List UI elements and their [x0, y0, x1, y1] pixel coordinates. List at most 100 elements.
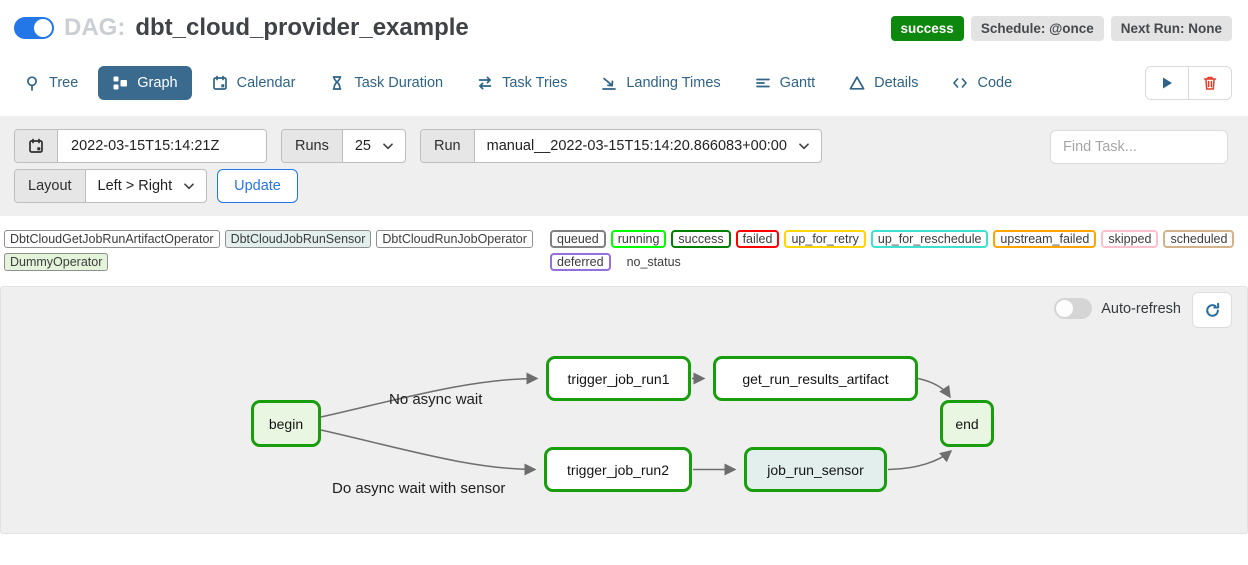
status-legend-pill: queued: [550, 230, 606, 248]
tab-bar: Tree Graph Calendar Task Duration Task Tries…: [0, 66, 1248, 100]
edge-begin-to-trigger_job_run2: [320, 429, 537, 476]
play-icon: [1159, 75, 1175, 91]
tab-label: Calendar: [236, 75, 296, 91]
auto-refresh-toggle[interactable]: [1054, 298, 1093, 319]
tab-label: Landing Times: [626, 75, 721, 91]
layout-label: Layout: [15, 170, 86, 202]
chevron-down-icon: [184, 182, 194, 190]
status-legend-pill: up_for_reschedule: [870, 230, 989, 248]
refresh-button[interactable]: [1192, 292, 1232, 328]
base-date-input[interactable]: [58, 130, 266, 162]
dag-name: dbt_cloud_provider_example: [135, 14, 469, 41]
calendar-icon: [212, 75, 228, 91]
update-button[interactable]: Update: [217, 169, 298, 203]
delete-dag-button[interactable]: [1188, 67, 1231, 99]
status-legend-pill: upstream_failed: [993, 230, 1097, 248]
status-legend-pill: running: [610, 230, 667, 248]
dag-pause-toggle[interactable]: [14, 17, 54, 39]
status-legend-pill: deferred: [550, 253, 611, 271]
header: DAG: dbt_cloud_provider_example success …: [0, 0, 1248, 42]
runs-group: Runs 25: [281, 129, 406, 163]
legend-row: DummyOperator: [4, 253, 550, 271]
run-label: Run: [421, 130, 475, 162]
tab-code[interactable]: Code: [938, 66, 1026, 100]
status-legend-pill: skipped: [1101, 230, 1159, 248]
graph-canvas: Auto-refresh begin trigger_job_run1 get_ru…: [0, 286, 1248, 534]
task-node-job_run_sensor[interactable]: job_run_sensor: [744, 447, 887, 492]
task-node-begin[interactable]: begin: [251, 400, 321, 447]
operator-legend-pill: DummyOperator: [4, 253, 109, 271]
status-legend-pill: scheduled: [1163, 230, 1235, 248]
layout-group: Layout Left > Right: [14, 169, 208, 203]
status-badge[interactable]: success: [890, 16, 964, 41]
toggle-knob: [1056, 300, 1074, 317]
task-node-trigger_job_run2[interactable]: trigger_job_run2: [544, 447, 692, 492]
tab-label: Graph: [137, 75, 178, 91]
gantt-icon: [755, 75, 771, 91]
layout-select[interactable]: Left > Right: [86, 170, 207, 202]
status-legend-pill: up_for_retry: [784, 230, 866, 248]
tab-details[interactable]: Details: [835, 66, 932, 100]
dag-prefix-label: DAG:: [64, 14, 126, 41]
calendar-addon[interactable]: [15, 130, 58, 162]
toggle-knob: [34, 19, 52, 37]
hourglass-icon: [329, 75, 345, 91]
code-icon: [952, 75, 968, 91]
task-node-get_run_results_artifact[interactable]: get_run_results_artifact: [713, 356, 918, 401]
filter-row-2: Layout Left > Right Update: [14, 169, 1234, 203]
status-legend-pill: failed: [735, 230, 780, 248]
base-date-group: [14, 129, 267, 163]
chevron-down-icon: [383, 142, 393, 150]
dag-actions-group: [1145, 66, 1232, 100]
tab-gantt[interactable]: Gantt: [741, 66, 829, 100]
find-task-input[interactable]: [1050, 130, 1228, 164]
tab-task-tries[interactable]: Task Tries: [463, 66, 581, 100]
edge-begin-to-trigger_job_run1: [320, 372, 539, 418]
next-run-badge: Next Run: None: [1110, 16, 1232, 41]
dag-title-row: DAG: dbt_cloud_provider_example: [14, 14, 469, 42]
tab-landing-times[interactable]: Landing Times: [587, 66, 734, 100]
run-select[interactable]: manual__2022-03-15T15:14:20.866083+00:00: [475, 130, 821, 162]
schedule-badge[interactable]: Schedule: @once: [970, 16, 1104, 41]
edge-label: Do async wait with sensor: [332, 480, 506, 497]
operator-legend-pill: DbtCloudRunJobOperator: [376, 230, 533, 248]
tab-task-duration[interactable]: Task Duration: [315, 66, 457, 100]
tab-label: Task Tries: [502, 75, 568, 91]
filter-bar: Runs 25 Run manual__2022-03-15T15:14:20.…: [0, 116, 1248, 216]
header-badges: success Schedule: @once Next Run: None: [890, 16, 1232, 41]
tab-label: Gantt: [779, 75, 816, 91]
chevron-down-icon: [799, 142, 809, 150]
triangle-icon: [849, 75, 865, 91]
runs-select[interactable]: 25: [343, 130, 405, 162]
tab-graph[interactable]: Graph: [98, 66, 192, 100]
edge-job_run_sensor-to-end: [887, 450, 953, 471]
plane-landing-icon: [601, 75, 617, 91]
tabs-container: Tree Graph Calendar Task Duration Task Tries…: [10, 66, 1026, 100]
task-node-end[interactable]: end: [940, 400, 994, 447]
trigger-dag-button[interactable]: [1146, 67, 1188, 99]
operator-legend-pill: DbtCloudGetJobRunArtifactOperator: [4, 230, 220, 248]
tab-tree[interactable]: Tree: [10, 66, 92, 100]
tab-label: Details: [874, 75, 919, 91]
runs-label: Runs: [282, 130, 343, 162]
graph-icon: [112, 75, 128, 91]
trash-icon: [1202, 75, 1218, 91]
run-group: Run manual__2022-03-15T15:14:20.866083+0…: [420, 129, 822, 163]
refresh-icon: [1204, 302, 1221, 319]
calendar-icon: [28, 138, 44, 154]
operator-legend-pill: DbtCloudJobRunSensor: [224, 230, 372, 248]
edge-label: No async wait: [389, 391, 483, 408]
tab-label: Code: [977, 75, 1013, 91]
auto-refresh-control: Auto-refresh: [1054, 298, 1181, 319]
tab-label: Task Duration: [354, 75, 444, 91]
auto-refresh-label: Auto-refresh: [1101, 300, 1181, 317]
task-node-trigger_job_run1[interactable]: trigger_job_run1: [546, 356, 691, 401]
tab-calendar[interactable]: Calendar: [198, 66, 310, 100]
